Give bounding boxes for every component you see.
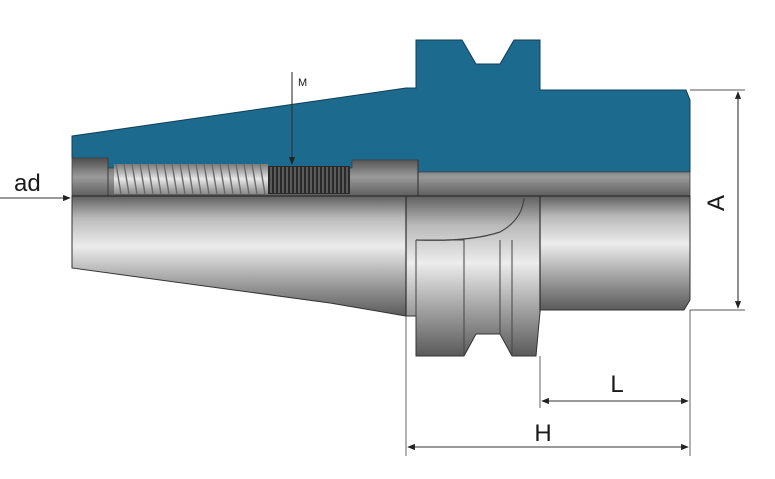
key-slot (415, 197, 525, 241)
inner-bore (71, 157, 691, 197)
label-ad: ad (14, 170, 41, 197)
dimension-ad: ad (0, 170, 71, 202)
dimension-a: A (690, 89, 745, 311)
dimension-h: H (405, 316, 689, 456)
section-body (71, 39, 691, 173)
thread-m-region (268, 166, 350, 194)
label-h: H (534, 420, 551, 447)
section-cutaway (71, 39, 691, 173)
label-m: M (298, 77, 307, 89)
label-l: L (610, 371, 623, 398)
flange (405, 195, 541, 357)
label-a: A (703, 195, 730, 211)
outer-body (71, 195, 691, 357)
thread-coils (114, 163, 268, 195)
shank (539, 195, 691, 311)
dimension-m: M (288, 72, 307, 165)
taper (71, 195, 407, 317)
dimension-l: L (539, 310, 691, 456)
